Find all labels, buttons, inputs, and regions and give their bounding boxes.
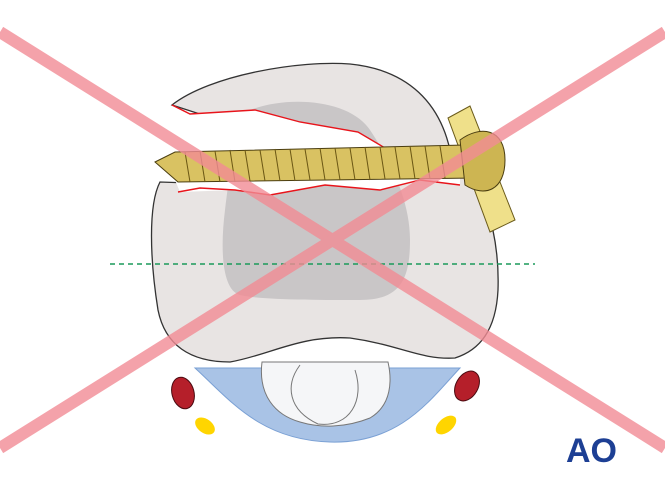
incorrect-cross-mark xyxy=(0,26,665,454)
tendon-bundle xyxy=(260,361,391,427)
artery-right xyxy=(454,370,480,402)
nerve-left xyxy=(195,417,215,435)
artery-left xyxy=(171,376,195,410)
nerve-right xyxy=(435,415,457,435)
fracture-line-lower xyxy=(177,179,461,196)
tendon-divider xyxy=(290,364,359,425)
ao-logo: AO xyxy=(566,432,617,470)
